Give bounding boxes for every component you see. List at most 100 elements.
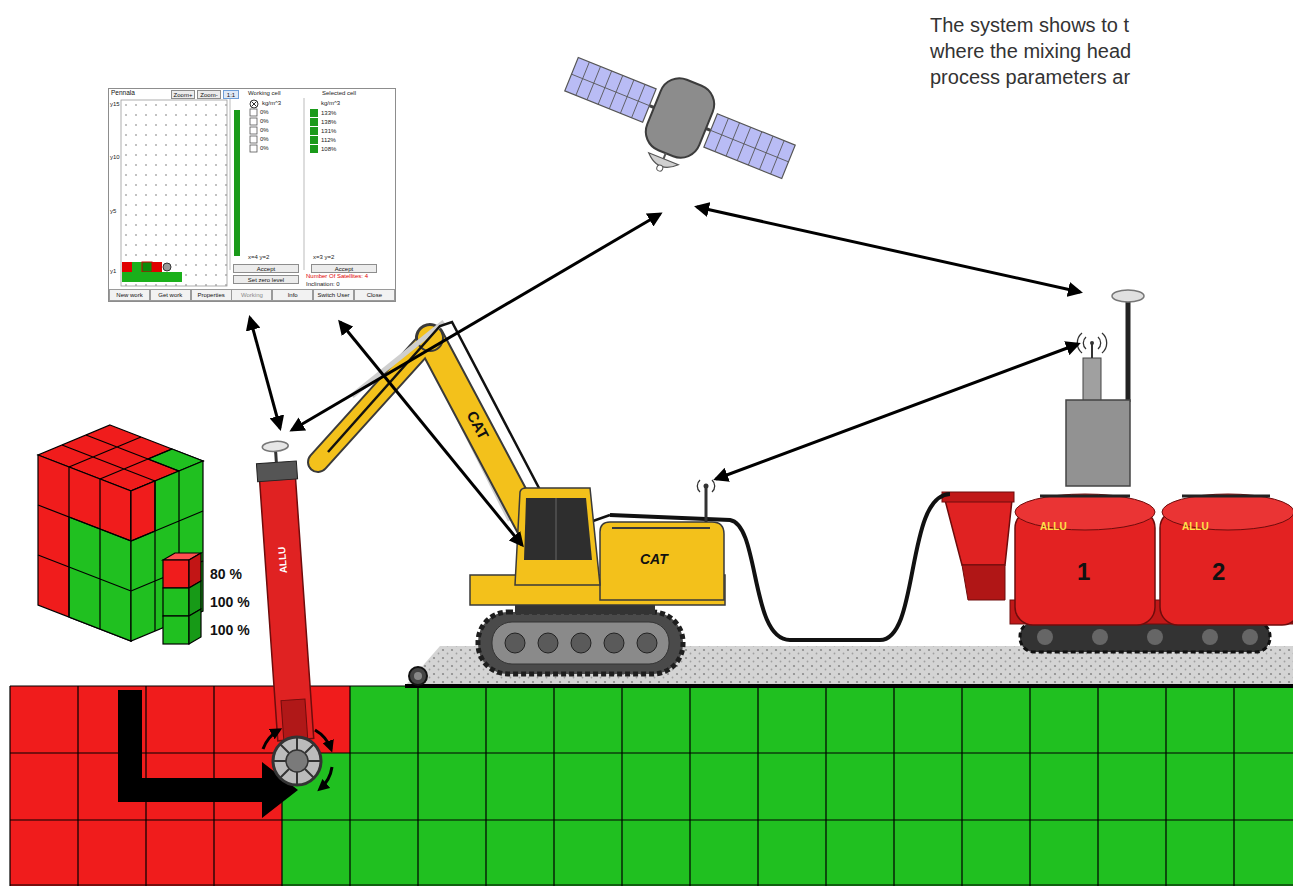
radio-antenna <box>1091 344 1093 358</box>
tank-rail <box>1040 495 1270 498</box>
grid-lines <box>10 686 1293 886</box>
button-label: New work <box>116 292 142 298</box>
signal-arrow <box>292 214 660 430</box>
checkbox <box>250 109 257 116</box>
brand-logo: CAT <box>640 552 668 566</box>
dish-stem <box>664 153 666 159</box>
signal-arrow <box>250 318 280 428</box>
axis-label: y10 <box>110 154 120 160</box>
tab-button: New work <box>109 289 150 301</box>
column-heading: Working cell <box>248 90 281 96</box>
percent-value: 0% <box>260 136 269 142</box>
mixing-head <box>255 440 316 741</box>
track-wheel <box>1037 629 1053 645</box>
unit-label: kg/m^3 <box>321 100 340 106</box>
tab-button: Switch User <box>313 289 354 301</box>
zero-level-button: Set zero level <box>233 275 299 284</box>
tab-button: Get work <box>150 289 191 301</box>
button-label: Get work <box>158 292 182 298</box>
radio-tower <box>1083 358 1101 402</box>
button-label: Zoom+ <box>174 92 193 98</box>
track-wheel <box>1242 629 1258 645</box>
column-heading: Selected cell <box>322 90 356 96</box>
feeder-machine <box>942 492 1293 652</box>
layer-box <box>310 136 318 144</box>
panel-grid <box>565 57 656 122</box>
tab-button: Working <box>231 289 272 301</box>
percent-value: 0% <box>260 127 269 133</box>
column-divider <box>230 98 304 270</box>
track-wheel <box>604 633 624 653</box>
hopper-base <box>962 565 1005 600</box>
solar-panel <box>704 114 795 179</box>
ground-grid <box>10 686 1293 886</box>
status-text: Number Of Satellites: 4 <box>306 273 368 279</box>
base-station <box>1066 290 1144 486</box>
button-label: Working <box>241 292 263 298</box>
button-label: Close <box>367 292 382 298</box>
cell-cube <box>38 425 203 641</box>
tank-dome <box>1015 494 1155 530</box>
layer-box <box>310 145 318 153</box>
head-marker <box>163 263 171 271</box>
percent-value: 112% <box>321 137 336 143</box>
cell-map <box>121 100 227 286</box>
percentage-label: 100 % <box>210 623 250 637</box>
button-label: Info <box>288 292 298 298</box>
surface-line <box>405 684 1293 688</box>
cable-reel-hub <box>414 672 422 680</box>
layer-box <box>310 127 318 135</box>
radio-waves <box>1077 333 1106 353</box>
signal-arrows <box>250 207 1080 545</box>
radio-antenna <box>1090 341 1094 345</box>
housing-trim <box>612 527 710 529</box>
track <box>478 612 683 674</box>
cube-lines <box>131 471 203 631</box>
status-text: Inclination: 0 <box>306 281 340 287</box>
station-housing <box>1066 400 1130 486</box>
signal-arrow <box>716 344 1078 479</box>
excavator <box>318 322 725 674</box>
zoom-button: Zoom+ <box>171 90 195 99</box>
track-wheel <box>505 633 525 653</box>
button-label: 1:1 <box>227 92 235 98</box>
feeder-track <box>1020 622 1270 652</box>
axis-label: y5 <box>110 208 116 214</box>
depth-bar <box>234 110 240 256</box>
satellite-body <box>640 72 720 163</box>
mixer-bracket <box>256 461 297 482</box>
description-text: The system shows to t where the mixing h… <box>930 12 1166 90</box>
percent-value: 133% <box>321 110 336 116</box>
screen-background <box>108 88 396 302</box>
brand-logo: ALLU <box>1040 522 1067 532</box>
rotation-arrow <box>320 767 332 789</box>
track-wheel <box>637 633 657 653</box>
percent-value: 0% <box>260 145 269 151</box>
button-label: Accept <box>335 266 353 272</box>
column-cell <box>163 588 189 616</box>
progress-arrow <box>118 690 298 818</box>
map-cell <box>152 262 162 272</box>
map-cell <box>122 272 182 282</box>
machine-antenna <box>705 488 708 522</box>
track-wheel <box>571 633 591 653</box>
cell-coordinates: x=4 y=2 <box>248 254 269 260</box>
radio-waves <box>697 480 714 492</box>
satellite <box>550 39 803 215</box>
drum-hub <box>286 750 308 772</box>
cancel-icon <box>250 100 258 108</box>
map-cell <box>132 262 142 272</box>
percent-value: 0% <box>260 109 269 115</box>
rotation-arrow <box>263 730 279 749</box>
cube-lines <box>38 467 131 629</box>
percent-value: 131% <box>321 128 336 134</box>
button-label: Switch User <box>317 292 349 298</box>
signal-arrow <box>340 322 522 545</box>
button-label: Set zero level <box>248 277 284 283</box>
accept-button: Accept <box>311 264 377 273</box>
map-cell <box>122 262 132 272</box>
mixer-body <box>260 477 314 741</box>
engine-housing <box>600 522 724 600</box>
